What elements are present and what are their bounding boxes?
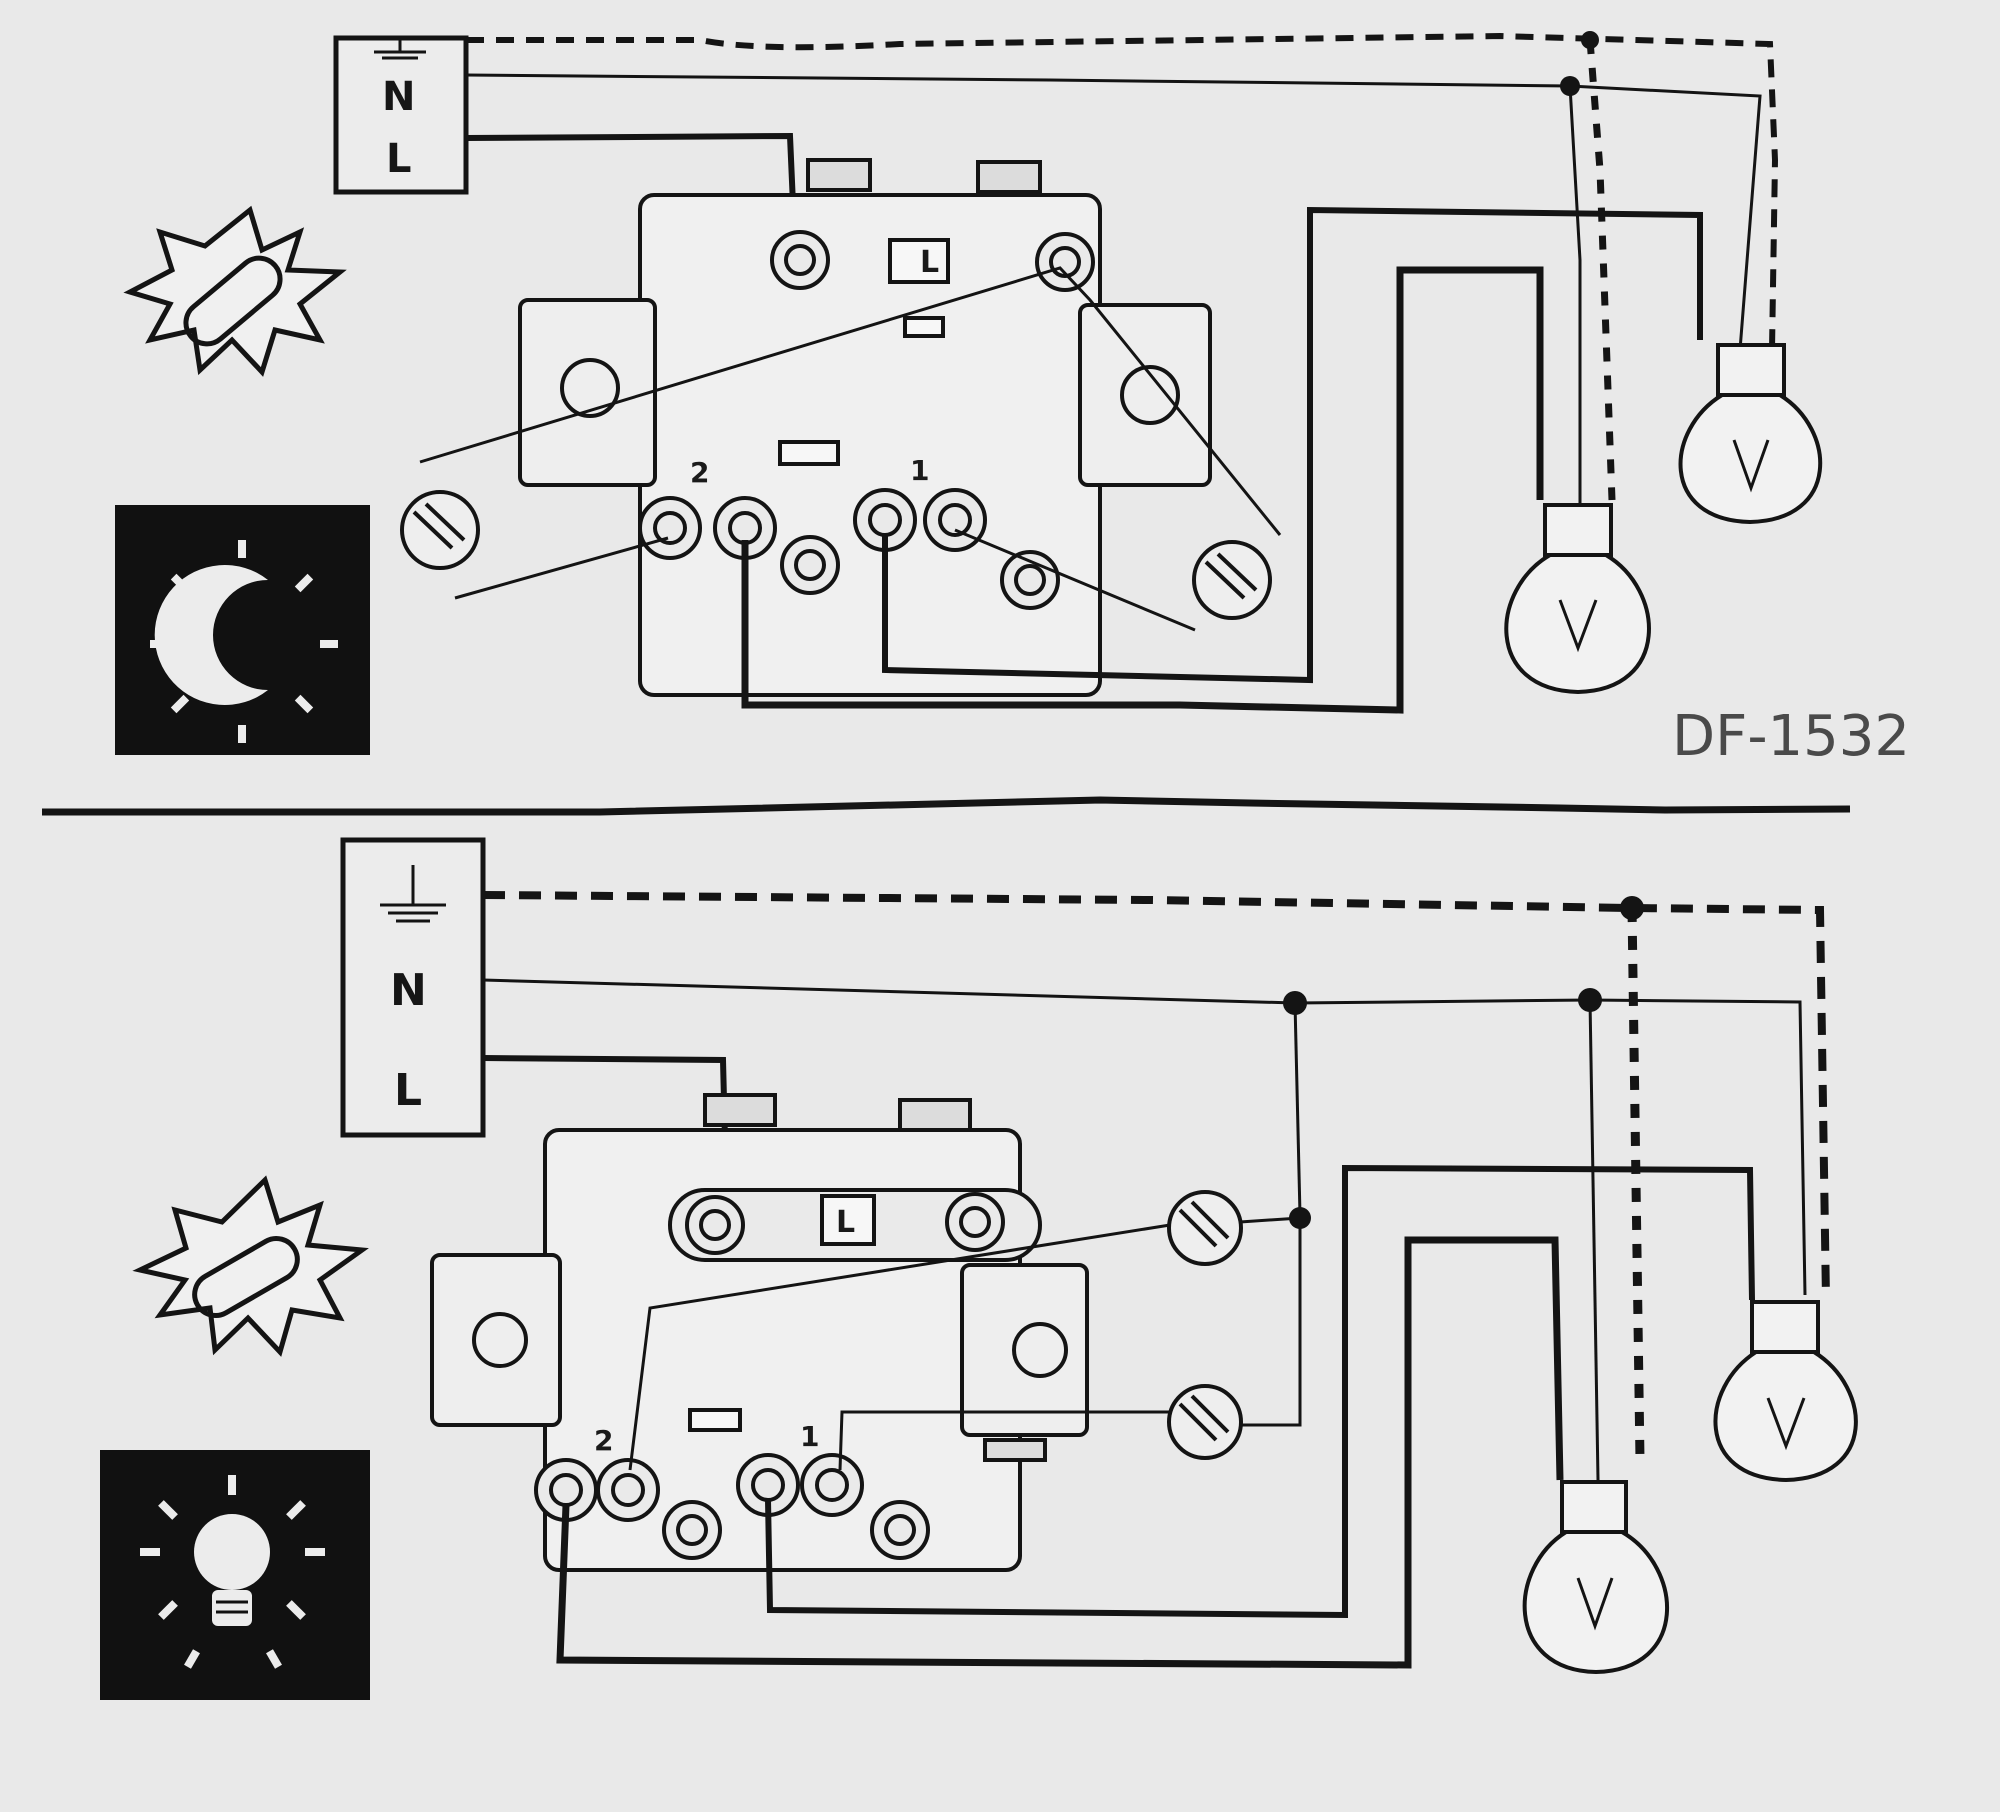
- output-wire-2-night: [741, 266, 1544, 714]
- neutral-junction-night: [1560, 76, 1580, 96]
- earth-drop-night: [1586, 39, 1616, 501]
- sensor-wire-a-day: [628, 1223, 1171, 1471]
- moon-icon: [154, 565, 268, 705]
- neutral-label: N: [390, 965, 427, 1016]
- bulb-icon: [194, 1514, 270, 1626]
- panel-night: N L: [115, 31, 1910, 769]
- switch-body-day: [430, 1093, 1089, 1572]
- earth-line-night: [466, 32, 1779, 351]
- sensor-wire-c-night: [954, 528, 1196, 632]
- output-wire-2-day: [556, 1236, 1564, 1669]
- panel-day: N L: [100, 837, 1858, 1700]
- neutral-drop-night: [1568, 85, 1582, 520]
- sensor-wire-d-day: [1240, 1218, 1302, 1427]
- terminal-2-mark: 2: [690, 456, 709, 489]
- model-number: DF-1532: [1672, 704, 1910, 769]
- lamp-icon: [1678, 343, 1823, 525]
- panel-divider: [42, 796, 1851, 816]
- output-wire-1-day: [765, 1164, 1755, 1619]
- lamp-icon: [1713, 1300, 1858, 1483]
- sensor-right-night: [1192, 540, 1272, 620]
- sensor-left-night: [400, 490, 480, 570]
- lamp-icon: [1522, 1480, 1670, 1675]
- neutral-sensor-feed-day: [1293, 1002, 1302, 1216]
- common-terminal-mark: L: [920, 245, 939, 280]
- neutral-label: N: [382, 74, 415, 120]
- moon-tile: [115, 505, 370, 755]
- output-wire-1-night: [882, 206, 1703, 684]
- live-label: L: [386, 136, 412, 182]
- earth-line-day: [482, 891, 1830, 1301]
- terminal-1-mark: 1: [910, 454, 929, 487]
- sensor-wire-c-day: [838, 1410, 1170, 1471]
- common-terminal-mark: L: [836, 1205, 855, 1240]
- earth-junction-day: [1620, 896, 1644, 920]
- sensor-wire-a-night: [419, 266, 1282, 536]
- lamp-icon: [1504, 503, 1651, 695]
- supply-box-night: N L: [333, 35, 469, 195]
- earth-junction-night: [1581, 31, 1599, 49]
- live-label: L: [394, 1065, 422, 1116]
- ground-icon: [374, 38, 426, 60]
- sensor-lower-day: [1167, 1384, 1243, 1460]
- bulb-tile: [100, 1450, 370, 1700]
- earth-drop-day: [1627, 907, 1645, 1461]
- switch-body-night: [518, 158, 1212, 697]
- neutral-drop-day: [1588, 999, 1600, 1481]
- sensor-upper-day: [1167, 1190, 1243, 1266]
- sensor-wire-b-night: [454, 536, 669, 600]
- terminal-1-mark: 1: [800, 1420, 819, 1453]
- terminal-2-mark: 2: [594, 1424, 613, 1457]
- sun-icon: [123, 205, 347, 377]
- neutral-junction-day-b: [1578, 988, 1602, 1012]
- sensor-wire-b-day: [1239, 1216, 1301, 1224]
- ground-icon: [380, 865, 446, 923]
- supply-box-day: N L: [340, 837, 486, 1138]
- sun-icon: [132, 1175, 369, 1357]
